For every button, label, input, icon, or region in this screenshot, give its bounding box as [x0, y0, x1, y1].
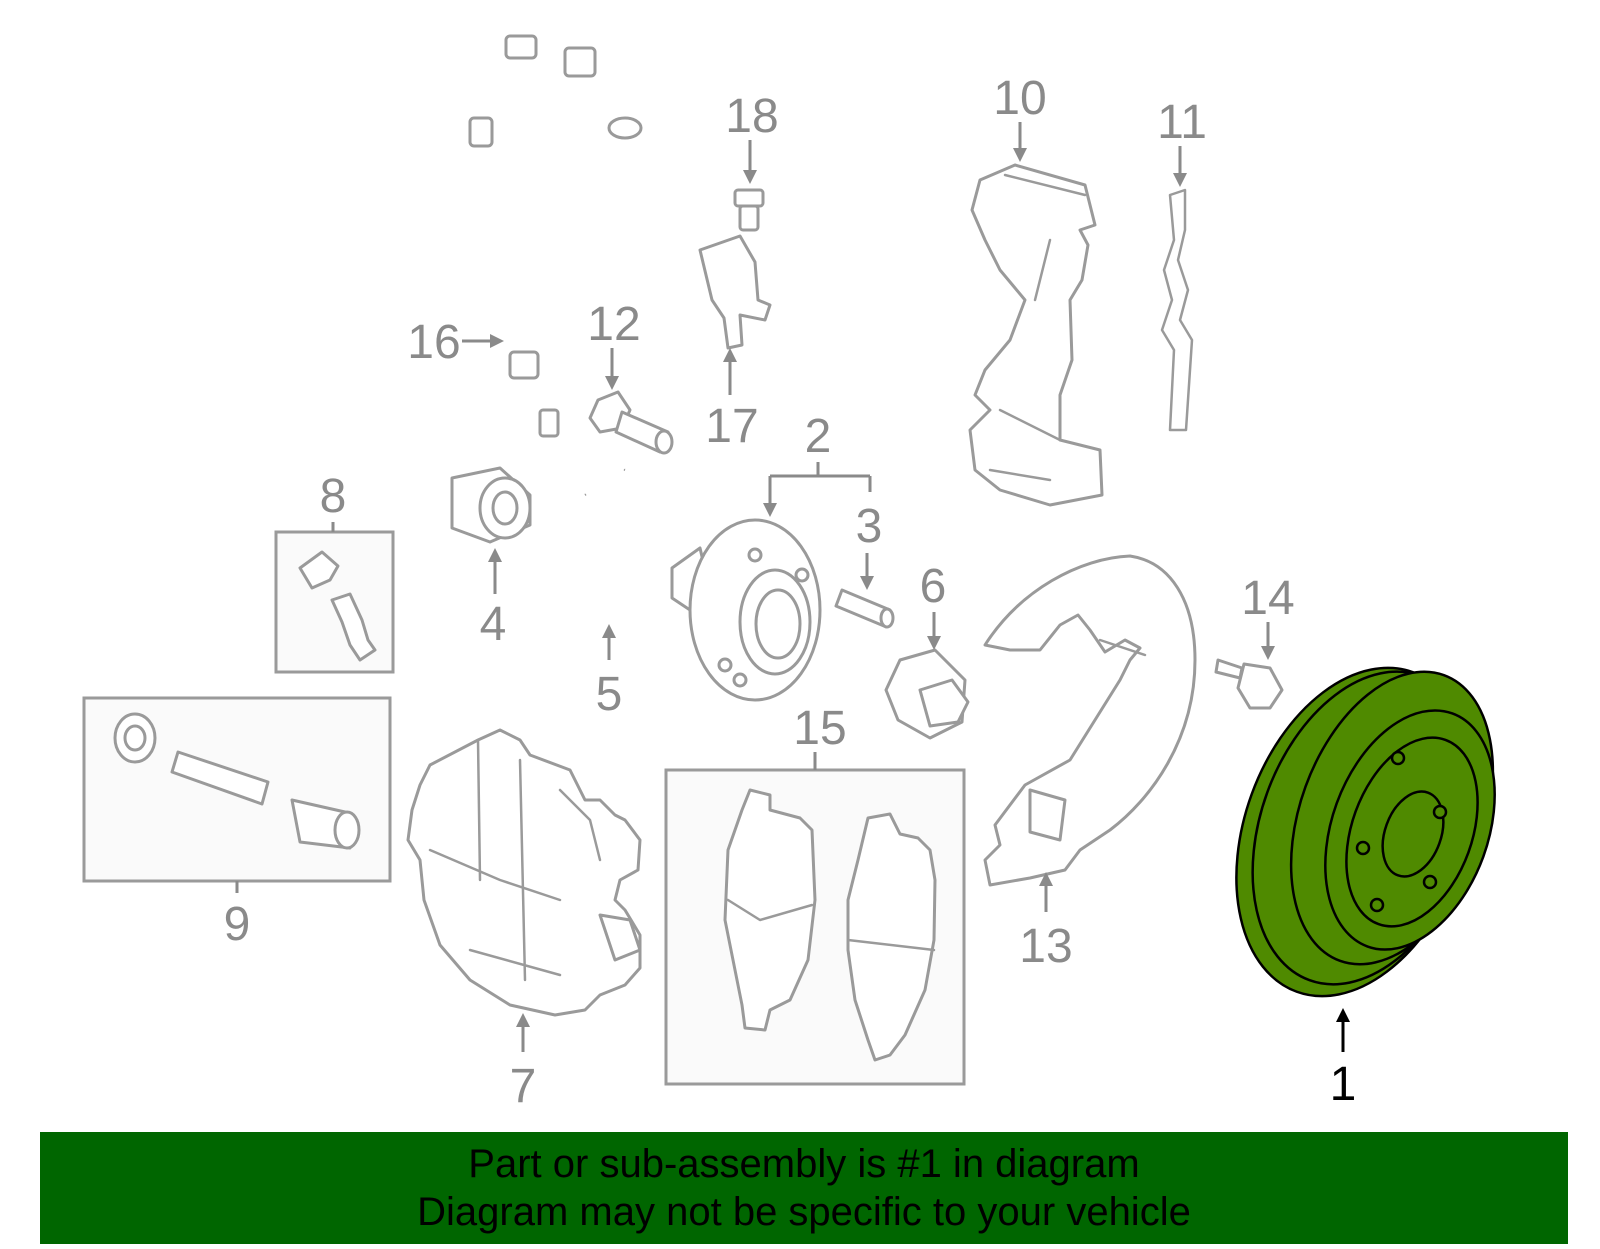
part-7-brake-caliper	[406, 728, 642, 1017]
callout-12: 12	[587, 298, 640, 351]
callout-9: 9	[224, 898, 251, 951]
part-2-wheel-hub	[670, 518, 822, 702]
part-9-guide-pin-kit	[82, 696, 392, 883]
part-4-wheel-bearing	[450, 466, 532, 544]
callout-17: 17	[705, 400, 758, 453]
part-11-spring-clip	[1160, 188, 1194, 432]
banner-line-2: Diagram may not be specific to your vehi…	[417, 1190, 1191, 1234]
part-18-bolt	[733, 188, 765, 232]
callout-7: 7	[510, 1060, 537, 1113]
callout-6: 6	[920, 560, 947, 613]
callout-14: 14	[1241, 572, 1294, 625]
callout-numbers: 1 2 3 4 5 6 7 8 9 10 11 12 13 14 15 16 1…	[224, 72, 1357, 1113]
part-1-brake-rotor	[1235, 666, 1496, 998]
part-17-abs-sensor	[698, 234, 772, 350]
callout-13: 13	[1019, 920, 1072, 973]
part-16-brake-hose	[468, 34, 643, 438]
callout-4: 4	[480, 598, 507, 651]
leader-lines	[235, 122, 1350, 1052]
part-15-brake-pads	[664, 768, 966, 1086]
callout-1: 1	[1330, 1058, 1357, 1111]
callout-3: 3	[856, 500, 883, 553]
callout-18: 18	[725, 90, 778, 143]
part-3-wheel-stud	[834, 588, 895, 629]
part-10-caliper-bracket	[968, 163, 1104, 507]
callout-15: 15	[793, 702, 846, 755]
part-6-hub-nut	[884, 648, 970, 740]
callout-16: 16	[407, 316, 460, 369]
part-8-bleeder-kit	[274, 530, 395, 674]
callout-2: 2	[805, 410, 832, 463]
banner-line-1: Part or sub-assembly is #1 in diagram	[468, 1142, 1140, 1186]
callout-5: 5	[596, 668, 623, 721]
part-13-dust-shield	[983, 554, 1197, 887]
part-14-bolt	[1214, 658, 1284, 710]
info-banner: Part or sub-assembly is #1 in diagram Di…	[40, 1132, 1568, 1244]
callout-10: 10	[993, 72, 1046, 125]
callout-11: 11	[1157, 96, 1207, 149]
part-12-bolt	[588, 390, 674, 455]
part-5-snap-ring	[545, 467, 667, 628]
callout-8: 8	[320, 470, 347, 523]
